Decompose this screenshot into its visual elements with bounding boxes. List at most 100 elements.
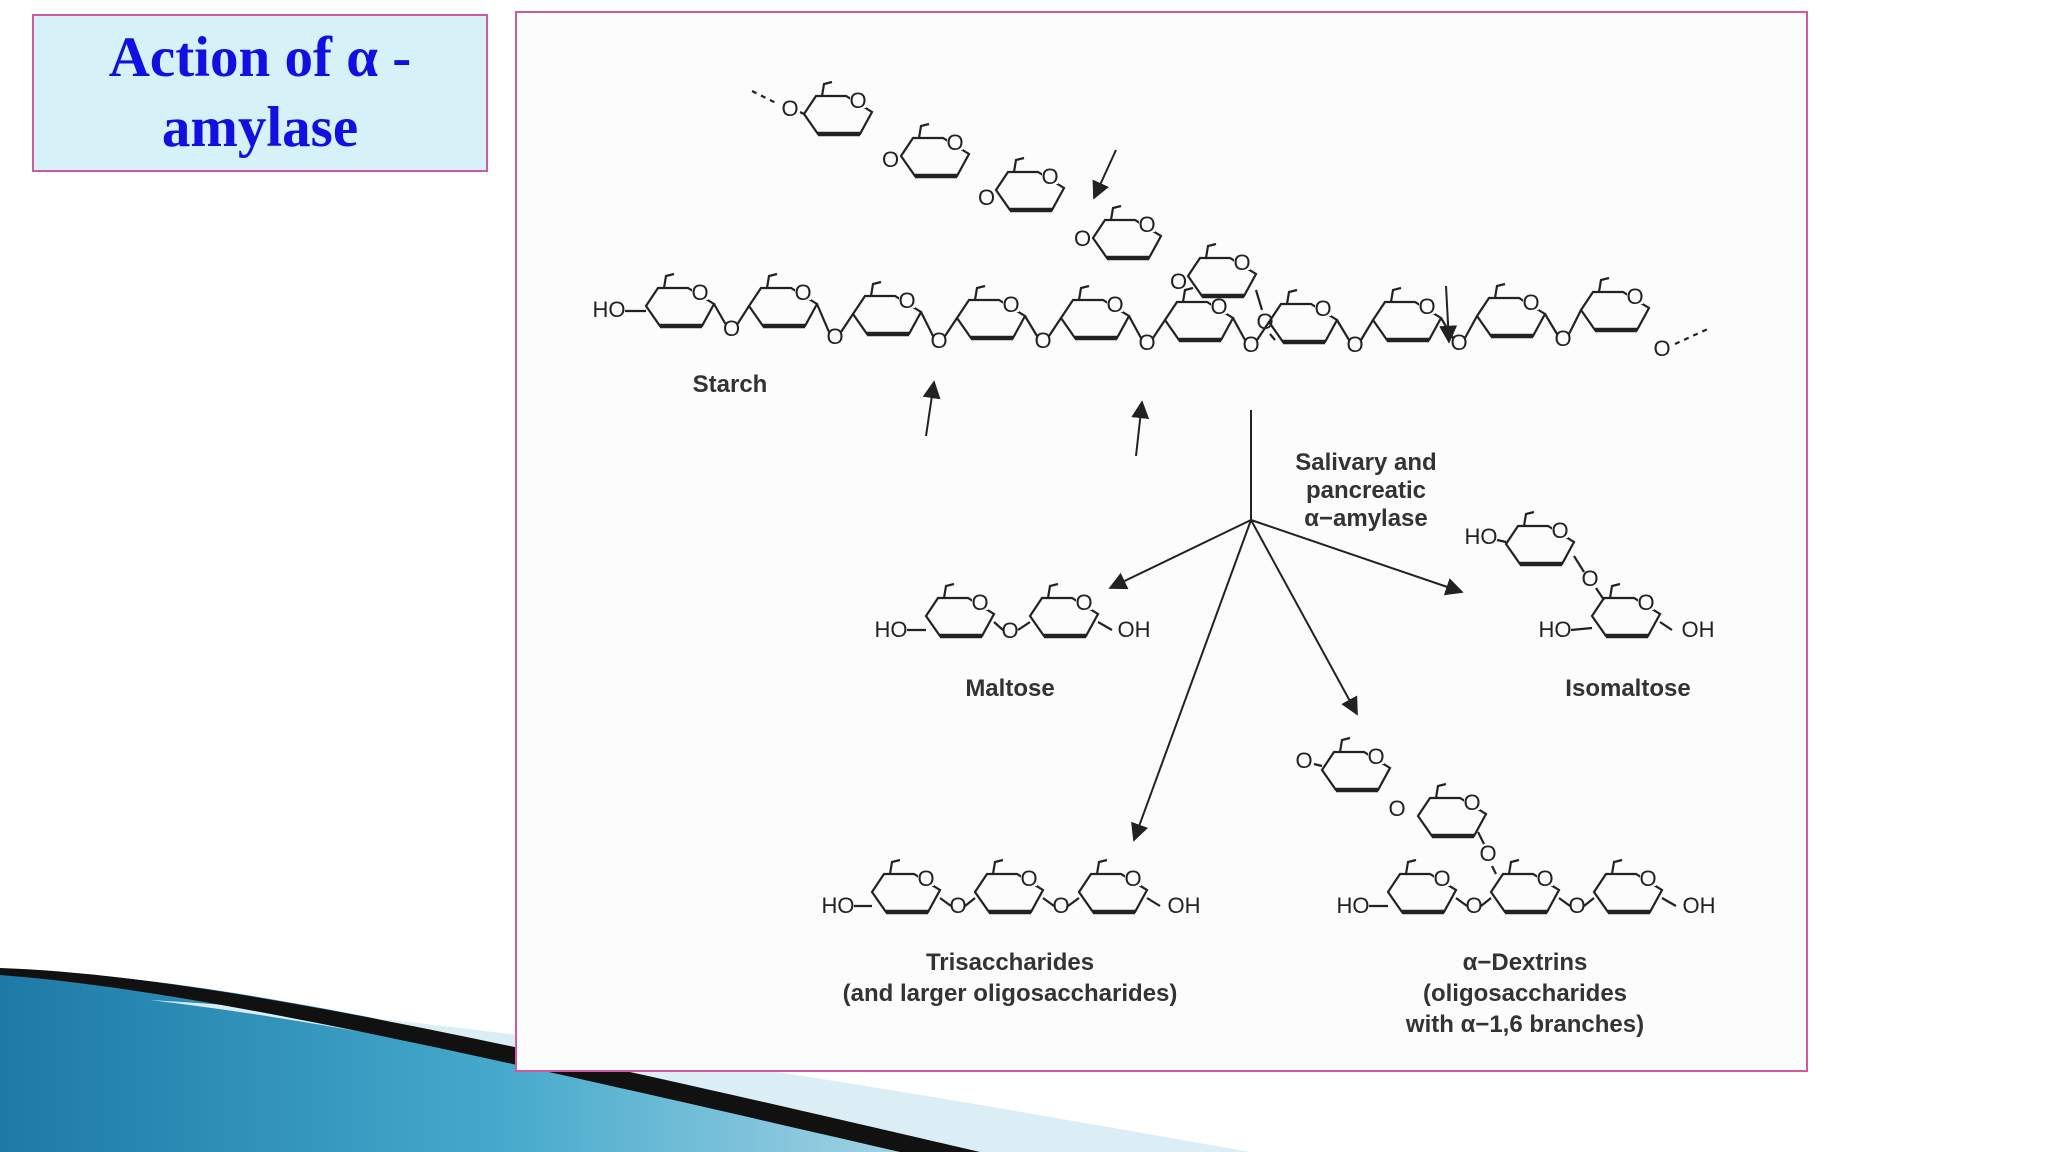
glycosidic-bond [1595, 587, 1605, 601]
starch-label: Starch [693, 371, 768, 398]
atom-label: OH [1168, 893, 1201, 918]
atom-label: O [1106, 292, 1123, 317]
glycosidic-bond [1152, 319, 1166, 339]
arrow-to-maltose [1108, 519, 1252, 590]
atom-label: O [1041, 164, 1058, 189]
glucose-ring [1504, 510, 1576, 567]
glycosidic-bond [1269, 333, 1276, 341]
arrow-to-trisaccharides [1131, 519, 1252, 842]
glucose-ring [1077, 858, 1149, 915]
atom-label: O [1020, 866, 1037, 891]
atom-label: O [1450, 330, 1467, 355]
atom-label: O [917, 866, 934, 891]
glycosidic-bond [1464, 315, 1478, 339]
atom-label: O [930, 328, 947, 353]
trisaccharides-label-line: (and larger oligosaccharides) [843, 980, 1178, 1007]
glycosidic-bond [939, 897, 952, 907]
atom-label: O [978, 185, 995, 210]
glucose-ring [870, 858, 942, 915]
atom-label: OH [1118, 617, 1151, 642]
atom-label: O [794, 280, 811, 305]
arrow-to-dextrins [1250, 519, 1358, 716]
atom-label: O [1295, 748, 1312, 773]
glycosidic-bond [1313, 762, 1323, 768]
glucose-ring [1590, 582, 1662, 639]
atom-label: O [1581, 566, 1598, 591]
glucose-ring [973, 858, 1045, 915]
chain-continuation [751, 90, 779, 105]
chain-continuation [1674, 326, 1711, 346]
atom-label: O [971, 590, 988, 615]
glucose-ring [1320, 736, 1392, 793]
atom-label: O [1554, 326, 1571, 351]
atom-label: O [1124, 866, 1141, 891]
atom-label: O [1463, 790, 1480, 815]
atom-label: HO [593, 297, 626, 322]
atom-label: O [1346, 332, 1363, 357]
cleavage-arrow [1439, 285, 1458, 344]
atom-label: O [1138, 330, 1155, 355]
glucose-ring [994, 156, 1066, 213]
atom-label: O [849, 88, 866, 113]
atom-label: O [1210, 294, 1227, 319]
atom-label: HO [1465, 524, 1498, 549]
atom-label: HO [875, 617, 908, 642]
glycosidic-bond [964, 897, 976, 907]
cleavage-arrow [1131, 400, 1150, 457]
glycosidic-bond [1661, 897, 1677, 907]
glycosidic-bond [840, 313, 854, 333]
glycosidic-bond [1491, 865, 1497, 875]
atom-label: O [882, 147, 899, 172]
atom-label: O [1639, 866, 1656, 891]
atom-label: O [826, 324, 843, 349]
atom-label: O [1418, 294, 1435, 319]
glycosidic-bond [1480, 897, 1492, 907]
atom-label: HO [1337, 893, 1370, 918]
glucose-ring [1186, 242, 1258, 299]
glycosidic-bond [1544, 313, 1558, 335]
dextrins-label-line: α−Dextrins [1463, 949, 1588, 976]
glycosidic-bond [1256, 321, 1270, 341]
glycosidic-bond [920, 311, 934, 337]
glycosidic-bond [1017, 621, 1031, 631]
glycosidic-bond [1232, 317, 1246, 341]
glucose-ring [1592, 858, 1664, 915]
atom-label: O [1367, 744, 1384, 769]
trisaccharides-label: Trisaccharides(and larger oligosaccharid… [843, 949, 1178, 1007]
glycosidic-bond [1573, 555, 1585, 573]
glycosidic-bond [1024, 315, 1038, 337]
atom-label: O [1256, 309, 1273, 334]
cleavage-arrow [1092, 149, 1117, 200]
atom-label: OH [1682, 617, 1715, 642]
enzyme-label-line: Salivary and [1295, 449, 1436, 476]
glucose-ring [1489, 858, 1561, 915]
enzyme-label-line: α−amylase [1304, 505, 1428, 532]
dextrins-label-line: (oligosaccharides [1423, 980, 1627, 1007]
atom-label: O [1314, 296, 1331, 321]
glycosidic-bond [1097, 621, 1113, 631]
glycosidic-bond [1360, 319, 1374, 341]
atom-label: O [946, 130, 963, 155]
atom-label: HO [822, 893, 855, 918]
isomaltose-label: Isomaltose [1565, 675, 1690, 702]
atom-label: O [1388, 796, 1405, 821]
atom-label: O [1170, 269, 1187, 294]
maltose-label: Maltose [965, 675, 1054, 702]
glucose-ring [1416, 782, 1488, 839]
black-swoosh [0, 968, 980, 1152]
atom-label: O [1034, 328, 1051, 353]
glucose-ring [1028, 582, 1100, 639]
atom-label: O [1465, 893, 1482, 918]
glycosidic-bond [1336, 319, 1350, 341]
atom-label: O [1568, 893, 1585, 918]
glycosidic-bond [1583, 897, 1595, 907]
glucose-ring [1091, 204, 1163, 261]
title-box: Action of α - amylase [32, 14, 488, 172]
atom-label: O [1637, 590, 1654, 615]
glycosidic-bond [713, 303, 727, 325]
atom-label: O [1551, 518, 1568, 543]
glycosidic-bond [815, 303, 831, 333]
isomaltose-label-line: Isomaltose [1565, 675, 1690, 702]
